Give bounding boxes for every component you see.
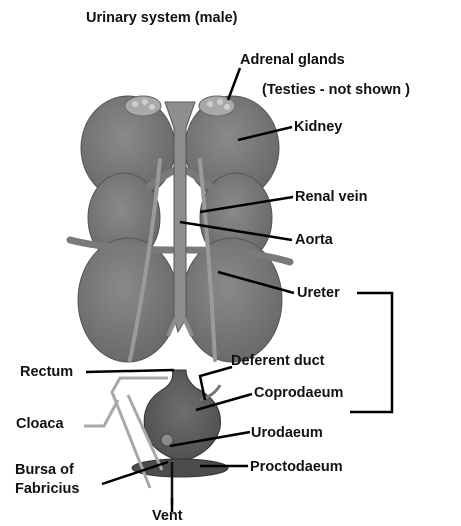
label-proctodaeum: Proctodaeum [250,459,343,475]
left-kidney [78,96,178,362]
label-urodaeum: Urodaeum [251,425,323,441]
label-bursa-line2: Fabricius [15,481,79,497]
label-vent: Vent [152,508,183,524]
label-bursa-line1: Bursa of [15,462,74,478]
label-rectum: Rectum [20,364,73,380]
label-ureter: Ureter [297,285,340,301]
label-testes-note: (Testies - not shown ) [262,82,410,98]
label-aorta: Aorta [295,232,333,248]
label-cloaca: Cloaca [16,416,64,432]
label-deferent-duct: Deferent duct [231,353,324,369]
label-coprodaeum: Coprodaeum [254,385,343,401]
label-renal-vein: Renal vein [295,189,368,205]
diagram-title: Urinary system (male) [86,10,238,26]
label-kidney: Kidney [294,119,342,135]
label-adrenal-glands: Adrenal glands [240,52,345,68]
right-kidney [182,96,282,362]
